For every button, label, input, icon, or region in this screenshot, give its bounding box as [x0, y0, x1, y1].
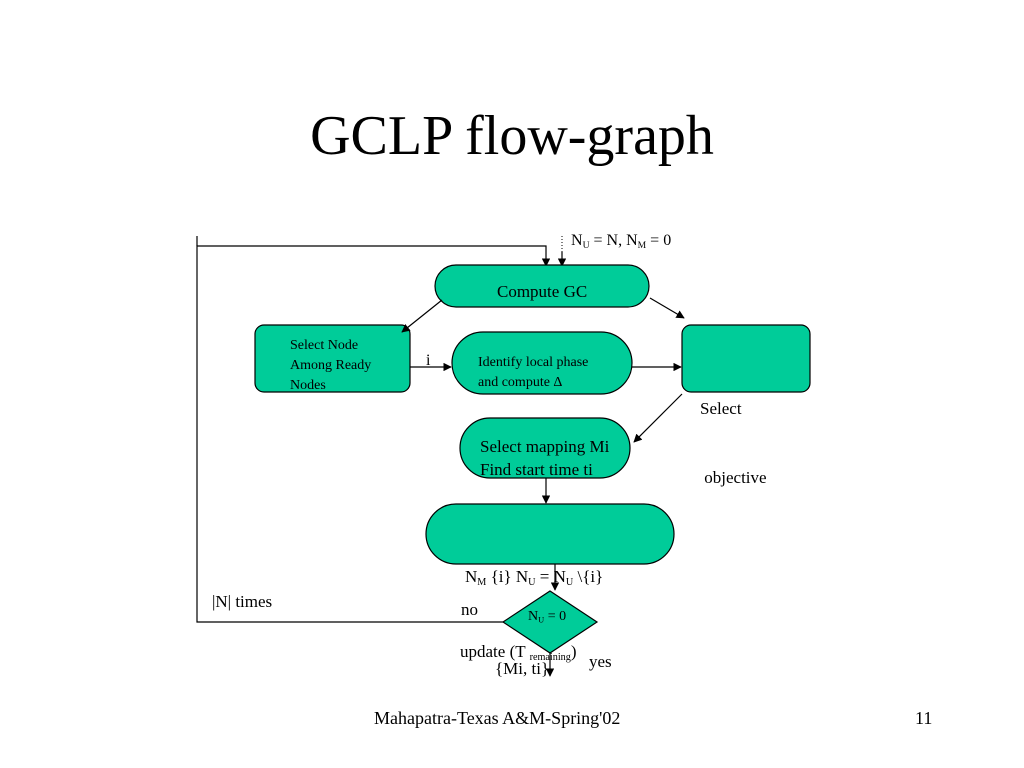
- dec-u-sub: U: [538, 615, 545, 625]
- upd-set: {i} N: [486, 567, 529, 586]
- select-node-line-1: Select Node: [290, 338, 359, 353]
- slide-title: GCLP flow-graph: [310, 105, 714, 167]
- page-number: 11: [915, 708, 933, 728]
- dec-n: N: [528, 609, 539, 624]
- init-m-sub: M: [637, 239, 647, 251]
- select-mapping-node: [459, 417, 631, 479]
- init-n: N: [571, 232, 583, 249]
- identify-line-1: Identify local phase: [478, 355, 589, 370]
- identify-node: [451, 331, 633, 395]
- upd-m-sub: M: [477, 577, 487, 589]
- init-end: = 0: [646, 232, 672, 249]
- upd-line2-suffix: ): [570, 642, 577, 661]
- select-mapping-label: Select mapping Mi Find start time ti: [480, 435, 609, 481]
- upd-n1: N: [465, 567, 478, 586]
- compute-gc-node: [434, 264, 650, 308]
- edge-label-yes: yes: [589, 652, 612, 671]
- identify-line-2: and compute Δ: [478, 375, 563, 390]
- select-node-line-3: Nodes: [290, 378, 326, 393]
- decision-label: NU = 0: [528, 609, 566, 625]
- update-node: [425, 503, 675, 565]
- edge-objective-to-mapping: [633, 393, 683, 443]
- init-label: NU = N, NM = 0: [571, 232, 671, 250]
- upd-u-sub: U: [528, 577, 536, 589]
- select-node-label: Select Node Among Ready Nodes: [290, 336, 371, 396]
- dec-eq: = 0: [544, 609, 567, 624]
- mapping-line-2: Find start time ti: [480, 460, 593, 479]
- update-label: NM {i} NU = NU \{i} update (T remaining): [460, 514, 603, 689]
- edge-label-i: i: [426, 352, 431, 369]
- upd-rest: \{i}: [573, 567, 604, 586]
- edge-label-times: |N| times: [212, 592, 273, 611]
- upd-u-sub2: U: [565, 577, 574, 589]
- objective-line-1: Select: [700, 399, 742, 418]
- upd-line2-prefix: update (T: [460, 642, 530, 661]
- init-u-sub: U: [582, 239, 590, 251]
- upd-remaining-sub: remaining: [529, 652, 571, 664]
- init-mid: = N, N: [589, 232, 638, 249]
- select-objective-label: Select objective: [700, 351, 767, 512]
- update-line-2: update (T remaining): [460, 639, 603, 664]
- identify-label: Identify local phase and compute Δ: [478, 353, 588, 393]
- objective-line-2: objective: [700, 468, 767, 487]
- update-line-1: NM {i} NU = NU \{i}: [460, 564, 603, 589]
- compute-gc-label: Compute GC: [497, 282, 588, 301]
- select-node-box: [254, 324, 411, 393]
- select-objective-box: [681, 324, 811, 393]
- edge-gc-to-objective: [649, 297, 685, 319]
- edge-gc-to-select-node: [401, 299, 443, 333]
- footer-text: Mahapatra-Texas A&M-Spring'02: [374, 708, 621, 728]
- edge-label-no: no: [461, 600, 478, 619]
- output-label: {Mi, ti}: [495, 659, 550, 678]
- mapping-line-1: Select mapping Mi: [480, 437, 610, 456]
- upd-eq: = N: [535, 567, 566, 586]
- select-node-line-2: Among Ready: [290, 358, 372, 373]
